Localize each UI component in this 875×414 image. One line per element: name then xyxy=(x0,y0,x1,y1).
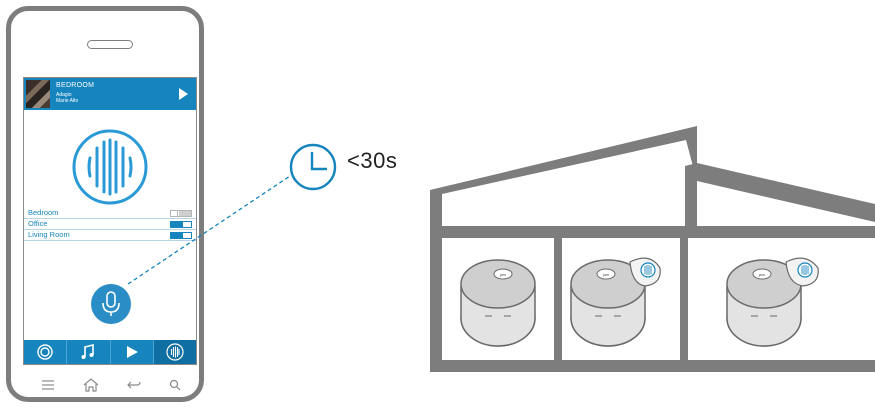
svg-text:jam: jam xyxy=(499,272,507,277)
speaker-device: jam xyxy=(461,260,535,346)
svg-text:jam: jam xyxy=(602,272,610,277)
svg-text:jam: jam xyxy=(758,272,766,277)
